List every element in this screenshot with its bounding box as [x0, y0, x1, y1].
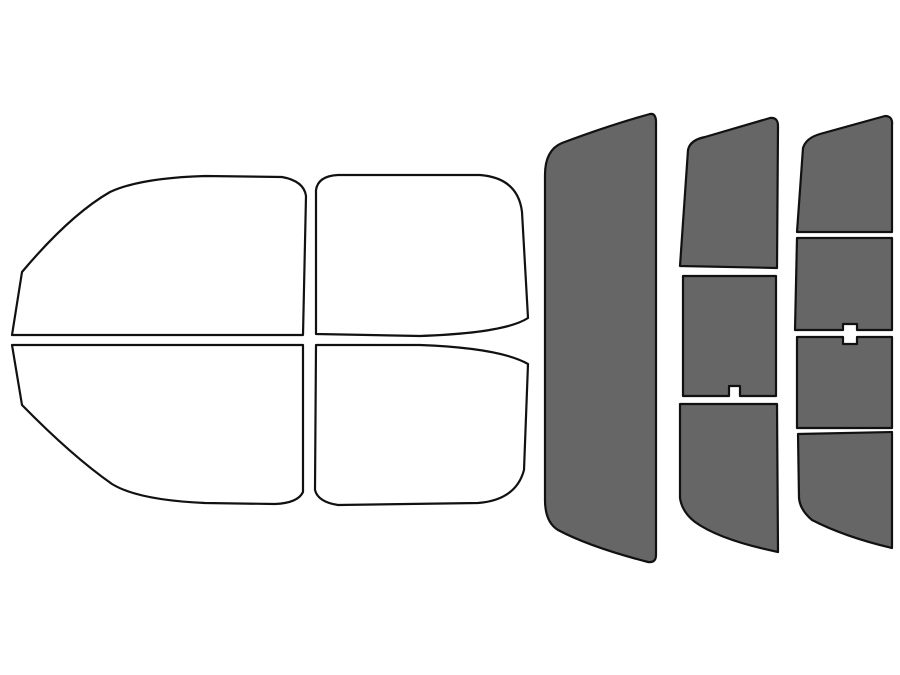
pane-rear-left-top: [314, 173, 530, 338]
pane-right-strip-4: [796, 430, 894, 550]
pane-front-left-bottom: [10, 343, 305, 506]
right-strip-window: [793, 114, 894, 550]
pane-right-strip-2: [793, 236, 894, 332]
pane-front-left-top: [10, 174, 308, 337]
pane-left-strip-2: [681, 274, 778, 398]
front-door-window: [10, 174, 308, 506]
pane-right-strip-3: [795, 335, 894, 430]
rear-door-window: [313, 173, 530, 507]
pane-right-strip-1: [795, 114, 894, 234]
pane-left-strip-1: [678, 116, 780, 270]
left-strip-window: [678, 116, 780, 554]
pane-rear-windshield: [543, 112, 658, 564]
pane-left-strip-3: [678, 402, 780, 554]
pane-rear-left-bottom: [313, 343, 530, 507]
